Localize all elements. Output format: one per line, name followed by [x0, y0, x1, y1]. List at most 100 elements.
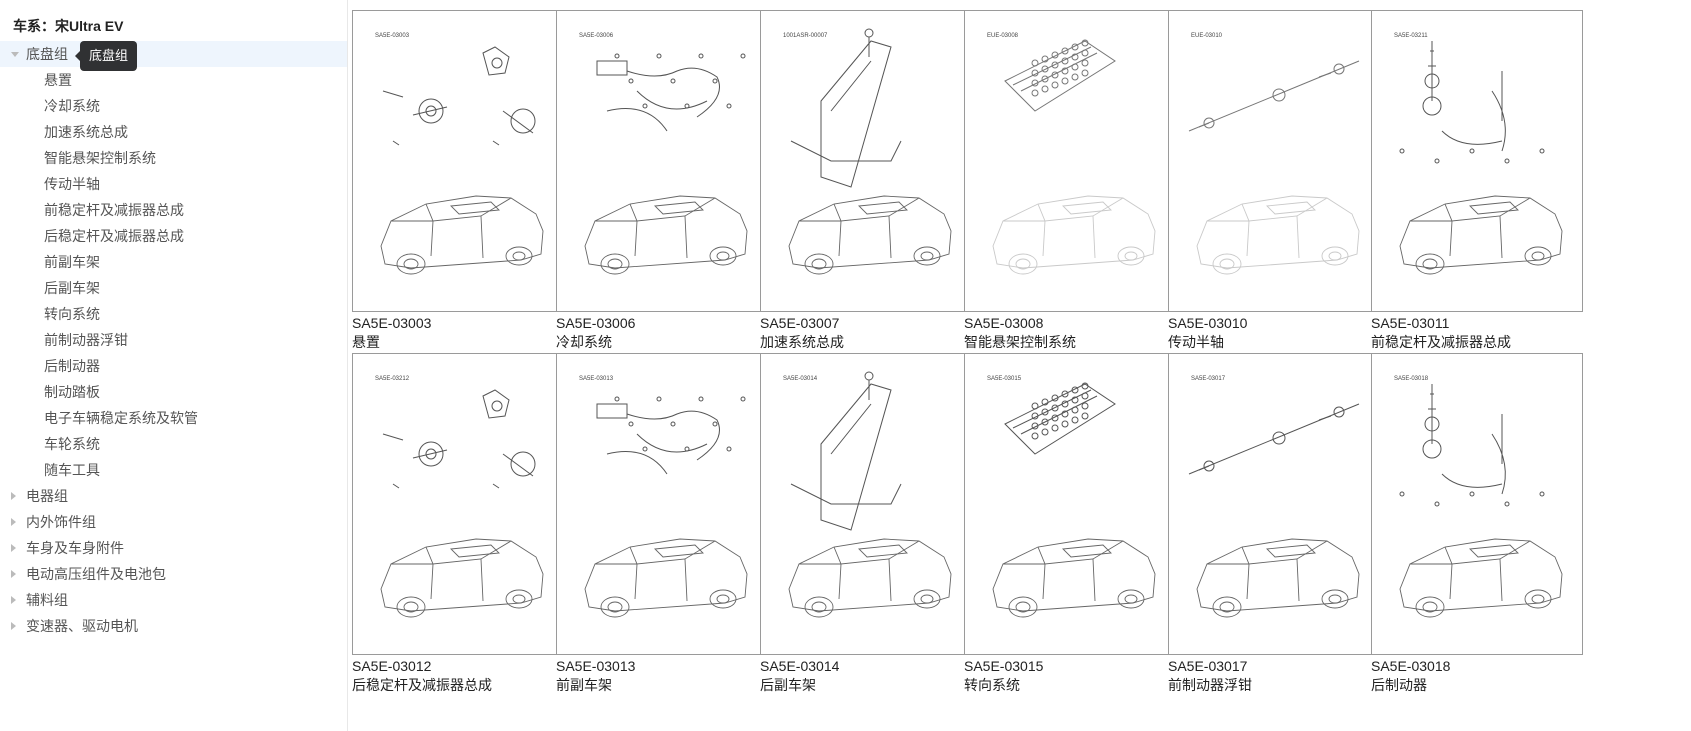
tree-item[interactable]: 随车工具: [0, 457, 347, 483]
tree-group-0[interactable]: 底盘组: [0, 41, 347, 67]
diagram-sheet-label: SA5E-03211: [1394, 33, 1428, 39]
exploded-diagram-drawing: EUE-03008: [987, 33, 1156, 275]
diagram-sheet-label: SA5E-03014: [783, 376, 818, 382]
caret-right-icon[interactable]: [11, 518, 16, 526]
exploded-diagram-thumbnail[interactable]: SA5E-03211: [1371, 10, 1583, 312]
caret-right-icon[interactable]: [11, 596, 16, 604]
tree-item[interactable]: 车轮系统: [0, 431, 347, 457]
tree-group-2[interactable]: 内外饰件组: [0, 509, 347, 535]
diagram-card[interactable]: SA5E-03013 SA5E-03013 前副车架: [556, 353, 769, 695]
diagram-card[interactable]: SA5E-03018 SA5E-03018 后制动器: [1371, 353, 1584, 695]
tree-item[interactable]: 制动踏板: [0, 379, 347, 405]
exploded-diagram-thumbnail[interactable]: EUE-03010: [1168, 10, 1380, 312]
diagram-name: 智能悬架控制系统: [964, 334, 1076, 350]
diagram-card[interactable]: SA5E-03003 SA5E-03003 悬置: [352, 10, 565, 352]
diagram-code: SA5E-03008: [964, 315, 1044, 331]
diagram-sheet-label: SA5E-03006: [579, 33, 614, 39]
diagram-name: 冷却系统: [556, 334, 612, 350]
tree-item-label: 后稳定杆及减振器总成: [44, 228, 184, 244]
tree-item[interactable]: 电子车辆稳定系统及软管: [0, 405, 347, 431]
diagram-card[interactable]: 1001ASR-00007 SA5E-03007 加速系统总成: [760, 10, 973, 352]
tree-item-label: 冷却系统: [44, 98, 100, 114]
diagram-code: SA5E-03003: [352, 315, 432, 331]
tree-group-label: 辅料组: [26, 592, 68, 608]
diagram-code: SA5E-03010: [1168, 315, 1248, 331]
exploded-diagram-drawing: SA5E-03015: [987, 376, 1156, 618]
diagram-code: SA5E-03017: [1168, 658, 1248, 674]
exploded-diagram-thumbnail[interactable]: EUE-03008: [964, 10, 1176, 312]
diagram-name: 悬置: [352, 334, 380, 350]
diagram-card[interactable]: SA5E-03006 SA5E-03006 冷却系统: [556, 10, 769, 352]
exploded-diagram-thumbnail[interactable]: SA5E-03018: [1371, 353, 1583, 655]
diagram-sheet-label: SA5E-03003: [375, 33, 410, 39]
caret-right-icon[interactable]: [11, 492, 16, 500]
exploded-diagram-thumbnail[interactable]: SA5E-03017: [1168, 353, 1380, 655]
tree-item[interactable]: 后副车架: [0, 275, 347, 301]
exploded-diagram-thumbnail[interactable]: SA5E-03003: [352, 10, 564, 312]
tree-item[interactable]: 后稳定杆及减振器总成: [0, 223, 347, 249]
exploded-diagram-thumbnail[interactable]: SA5E-03212: [352, 353, 564, 655]
diagram-name: 前稳定杆及减振器总成: [1371, 334, 1511, 350]
category-tree: 底盘组悬置冷却系统加速系统总成智能悬架控制系统传动半轴前稳定杆及减振器总成后稳定…: [0, 41, 347, 639]
parts-diagram-gallery: SA5E-03003 SA5E-03003 悬置 SA5E-03006: [352, 10, 1682, 725]
tree-item-label: 制动踏板: [44, 384, 100, 400]
caret-right-icon[interactable]: [11, 622, 16, 630]
tree-group-5[interactable]: 辅料组: [0, 587, 347, 613]
exploded-diagram-drawing: 1001ASR-00007: [783, 28, 952, 275]
diagram-card[interactable]: SA5E-03211 SA5E-03011 前稳定杆及减振器总成: [1371, 10, 1584, 352]
tree-item[interactable]: 智能悬架控制系统: [0, 145, 347, 171]
tree-item-label: 后副车架: [44, 280, 100, 296]
tree-group-label: 车身及车身附件: [26, 540, 124, 556]
tree-item[interactable]: 前稳定杆及减振器总成: [0, 197, 347, 223]
tree-group-4[interactable]: 电动高压组件及电池包: [0, 561, 347, 587]
caret-right-icon[interactable]: [11, 544, 16, 552]
diagram-code: SA5E-03007: [760, 315, 840, 331]
diagram-code: SA5E-03012: [352, 658, 432, 674]
tree-item-label: 后制动器: [44, 358, 100, 374]
diagram-sheet-label: SA5E-03017: [1191, 376, 1226, 382]
tree-item[interactable]: 传动半轴: [0, 171, 347, 197]
exploded-diagram-thumbnail[interactable]: 1001ASR-00007: [760, 10, 972, 312]
caret-right-icon[interactable]: [11, 570, 16, 578]
exploded-diagram-drawing: SA5E-03211: [1394, 33, 1563, 275]
tree-item-label: 前副车架: [44, 254, 100, 270]
exploded-diagram-drawing: SA5E-03018: [1394, 376, 1563, 618]
tree-item[interactable]: 前副车架: [0, 249, 347, 275]
hover-tooltip: 底盘组: [74, 41, 138, 71]
diagram-name: 加速系统总成: [760, 334, 844, 350]
tree-item-label: 随车工具: [44, 462, 100, 478]
tree-group-3[interactable]: 车身及车身附件: [0, 535, 347, 561]
category-sidebar: 车系：宋Ultra EV 底盘组悬置冷却系统加速系统总成智能悬架控制系统传动半轴…: [0, 0, 347, 731]
exploded-diagram-thumbnail[interactable]: SA5E-03015: [964, 353, 1176, 655]
diagram-card[interactable]: SA5E-03212 SA5E-03012 后稳定杆及减振器总成: [352, 353, 565, 695]
tree-item[interactable]: 后制动器: [0, 353, 347, 379]
diagram-card[interactable]: EUE-03010 SA5E-03010 传动半轴: [1168, 10, 1381, 352]
diagram-code: SA5E-03013: [556, 658, 636, 674]
tree-item-label: 电子车辆稳定系统及软管: [44, 410, 198, 426]
tree-item-label: 车轮系统: [44, 436, 100, 452]
tree-group-label: 电动高压组件及电池包: [26, 566, 166, 582]
exploded-diagram-thumbnail[interactable]: SA5E-03006: [556, 10, 768, 312]
diagram-sheet-label: SA5E-03013: [579, 376, 614, 382]
diagram-name: 传动半轴: [1168, 334, 1224, 350]
tree-item[interactable]: 前制动器浮钳: [0, 327, 347, 353]
exploded-diagram-thumbnail[interactable]: SA5E-03014: [760, 353, 972, 655]
exploded-diagram-drawing: SA5E-03003: [375, 33, 544, 275]
exploded-diagram-thumbnail[interactable]: SA5E-03013: [556, 353, 768, 655]
tree-item[interactable]: 悬置: [0, 67, 347, 93]
diagram-sheet-label: SA5E-03212: [375, 376, 410, 382]
diagram-sheet-label: EUE-03010: [1191, 33, 1223, 39]
diagram-card[interactable]: SA5E-03017 SA5E-03017 前制动器浮钳: [1168, 353, 1381, 695]
diagram-card[interactable]: EUE-03008 SA5E-03008 智能悬架控制系统: [964, 10, 1177, 352]
tree-group-6[interactable]: 变速器、驱动电机: [0, 613, 347, 639]
tree-item-label: 前制动器浮钳: [44, 332, 128, 348]
tree-item[interactable]: 转向系统: [0, 301, 347, 327]
caret-down-icon[interactable]: [11, 52, 19, 57]
tree-item[interactable]: 冷却系统: [0, 93, 347, 119]
exploded-diagram-drawing: SA5E-03006: [579, 33, 748, 275]
diagram-card[interactable]: SA5E-03015 SA5E-03015 转向系统: [964, 353, 1177, 695]
tree-item-label: 悬置: [44, 72, 72, 88]
tree-item[interactable]: 加速系统总成: [0, 119, 347, 145]
tree-group-1[interactable]: 电器组: [0, 483, 347, 509]
diagram-card[interactable]: SA5E-03014 SA5E-03014 后副车架: [760, 353, 973, 695]
